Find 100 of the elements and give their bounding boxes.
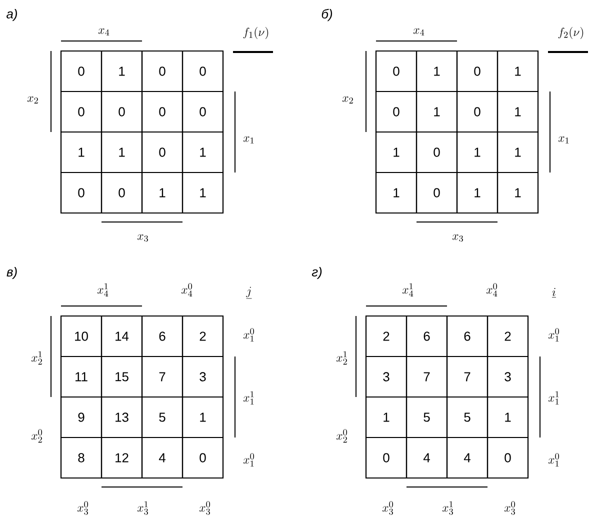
- map-cell: 1: [456, 172, 498, 214]
- map-cell: 1: [496, 131, 539, 174]
- variable-label: $x_4^1$: [402, 283, 414, 297]
- map-cell: 0: [375, 90, 418, 133]
- map-cell: 6: [406, 315, 448, 358]
- panel-letter: в): [6, 266, 17, 280]
- map-cell: 0: [456, 50, 498, 92]
- variable-label: $x_1^0$: [243, 328, 254, 342]
- map-cell: 1: [416, 50, 458, 92]
- map-cell: 0: [100, 90, 143, 133]
- map-cell: 1: [496, 172, 539, 214]
- map-cell: 3: [182, 356, 224, 398]
- panel-letter: а): [6, 8, 17, 22]
- map-cell: 0: [365, 436, 408, 479]
- map-cell: 1: [456, 131, 498, 174]
- map-cell: 1: [375, 172, 418, 214]
- map-cell: 1: [496, 90, 539, 133]
- map-cell: 5: [446, 396, 488, 438]
- map-cell: 0: [141, 90, 184, 133]
- map-cell: 14: [100, 315, 143, 358]
- variable-label: $x_2^1$: [336, 351, 347, 365]
- map-cell: 0: [416, 172, 458, 214]
- map-cell: 7: [141, 356, 184, 398]
- variable-label: $f_2(\nu)$: [558, 27, 584, 39]
- variable-label: $x_2$: [27, 96, 38, 104]
- map-cell: 3: [365, 356, 408, 398]
- variable-label: $x_4$: [98, 28, 110, 36]
- variable-label: $f_1(\nu)$: [243, 27, 268, 39]
- map-cell: 4: [446, 436, 488, 479]
- variable-label: $x_3$: [137, 234, 148, 242]
- map-cell: 15: [100, 356, 143, 398]
- variable-label: $x_1^1$: [548, 391, 559, 405]
- variable-label: $x_3^0$: [77, 501, 88, 515]
- map-cell: 5: [141, 396, 184, 438]
- map-cell: 0: [416, 131, 458, 174]
- map-cell: 8: [60, 436, 102, 479]
- variable-label: $\underline{i}$: [552, 288, 556, 298]
- map-cell: 1: [375, 131, 418, 174]
- variable-label: $x_2$: [342, 96, 353, 104]
- variable-label: $x_1^0$: [548, 453, 560, 467]
- map-cell: 1: [100, 50, 143, 92]
- variable-label: $x_4^0$: [181, 283, 192, 297]
- panel-letter: б): [322, 8, 332, 22]
- variable-label: $x_3^0$: [199, 501, 210, 515]
- map-cell: 0: [182, 50, 224, 92]
- variable-label: $x_1$: [558, 136, 569, 144]
- map-cell: 1: [496, 50, 539, 92]
- map-cell: 4: [141, 436, 184, 479]
- map-cell: 6: [141, 315, 184, 358]
- variable-label: $\underline{j}$: [246, 286, 252, 298]
- variable-label: $x_3^0$: [504, 501, 516, 515]
- variable-label: $x_2^1$: [31, 351, 42, 365]
- map-cell: 0: [486, 436, 529, 479]
- variable-label: $x_1^1$: [243, 391, 254, 405]
- map-cell: 0: [100, 172, 143, 214]
- map-cell: 4: [406, 436, 448, 479]
- map-cell: 1: [486, 396, 529, 438]
- map-cell: 7: [406, 356, 448, 398]
- map-cell: 9: [60, 396, 102, 438]
- map-cell: 7: [446, 356, 488, 398]
- variable-label: $x_2^0$: [31, 429, 42, 443]
- map-cell: 0: [60, 172, 102, 214]
- variable-label: $x_3^1$: [442, 501, 453, 515]
- variable-label: $x_1$: [243, 136, 254, 144]
- map-cell: 1: [365, 396, 408, 438]
- map-cell: 3: [486, 356, 529, 398]
- map-cell: 1: [100, 131, 143, 174]
- map-cell: 2: [182, 315, 224, 358]
- map-cell: 0: [60, 50, 102, 92]
- variable-label: $x_2^0$: [336, 429, 348, 443]
- variable-label: $x_1^0$: [243, 453, 254, 467]
- map-cell: 0: [456, 90, 498, 133]
- map-cell: 0: [60, 90, 102, 133]
- variable-label: $x_4$: [413, 28, 424, 36]
- map-cell: 1: [60, 131, 102, 174]
- map-cell: 1: [182, 131, 224, 174]
- map-cell: 6: [446, 315, 488, 358]
- variable-label: $x_4^0$: [486, 283, 498, 297]
- map-cell: 5: [406, 396, 448, 438]
- map-cell: 2: [365, 315, 408, 358]
- variable-label: $x_3^0$: [382, 501, 394, 515]
- variable-label: $x_3$: [452, 234, 463, 242]
- variable-label: $x_4^1$: [97, 283, 108, 297]
- map-cell: 11: [60, 356, 102, 398]
- map-cell: 0: [141, 50, 184, 92]
- map-cell: 0: [375, 50, 418, 92]
- variable-label: $x_3^1$: [137, 501, 148, 515]
- map-cell: 0: [182, 90, 224, 133]
- map-cell: 1: [182, 172, 224, 214]
- map-cell: 0: [141, 131, 184, 174]
- map-cell: 1: [182, 396, 224, 438]
- map-cell: 2: [486, 315, 529, 358]
- panel-letter: г): [312, 266, 322, 280]
- map-cell: 0: [182, 436, 224, 479]
- map-cell: 1: [416, 90, 458, 133]
- map-cell: 12: [100, 436, 143, 479]
- map-cell: 10: [60, 315, 102, 358]
- map-cell: 13: [100, 396, 143, 438]
- map-cell: 1: [141, 172, 184, 214]
- variable-label: $x_1^0$: [548, 328, 560, 342]
